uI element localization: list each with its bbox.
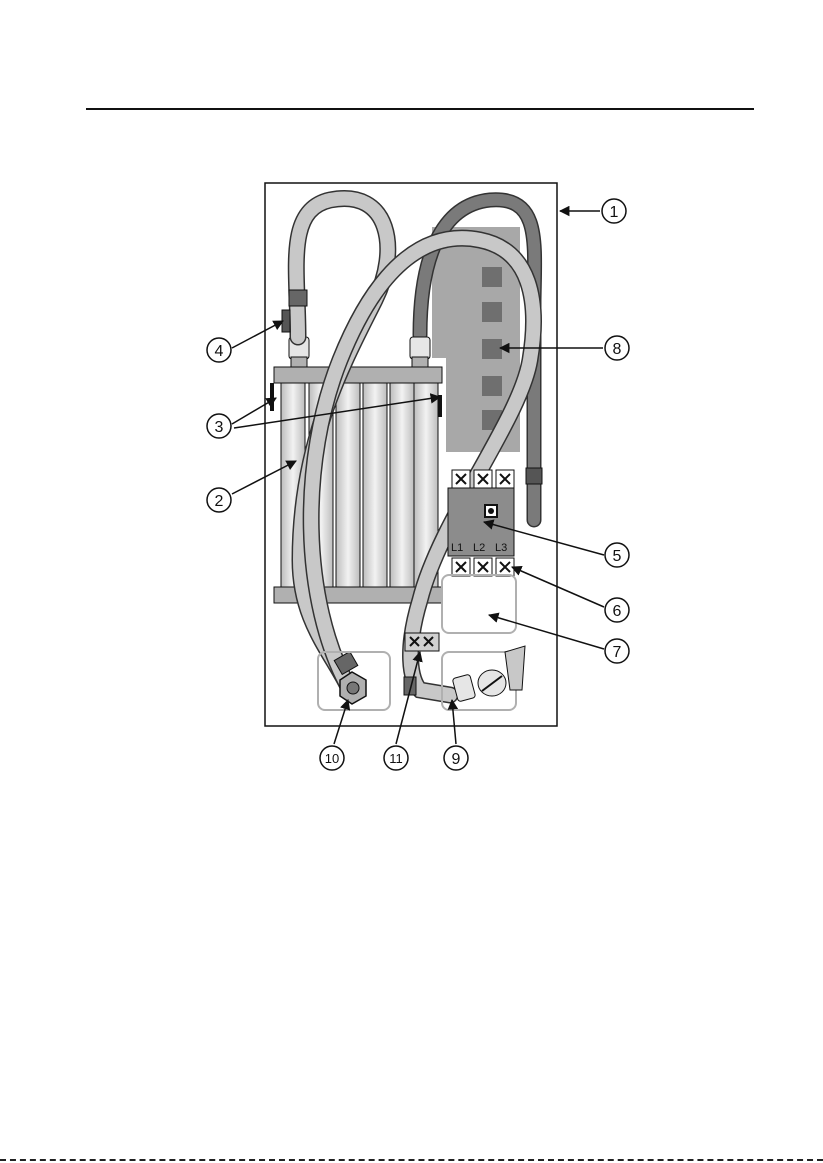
svg-text:2: 2 xyxy=(215,493,224,510)
element-tube xyxy=(363,383,387,587)
svg-text:5: 5 xyxy=(613,548,622,565)
svg-text:10: 10 xyxy=(325,751,339,766)
element-clip-left xyxy=(270,383,274,411)
element-tube xyxy=(336,383,360,587)
svg-text:11: 11 xyxy=(389,751,403,766)
callout-7: 7 xyxy=(605,639,629,663)
terminal-label-l3: L3 xyxy=(495,542,507,554)
callout-11: 11 xyxy=(384,746,408,770)
terminal-label-l1: L1 xyxy=(451,542,463,554)
callout-1: 1 xyxy=(602,199,626,223)
svg-text:8: 8 xyxy=(613,341,622,358)
board-chip xyxy=(482,339,502,359)
board-chip xyxy=(482,267,502,287)
callout-6: 6 xyxy=(605,598,629,622)
terminal-label-l2: L2 xyxy=(473,542,485,554)
element-tube xyxy=(390,383,414,587)
svg-text:1: 1 xyxy=(610,204,619,221)
callout-10: 10 xyxy=(320,746,344,770)
element-clip-right xyxy=(438,395,442,417)
board-chip xyxy=(482,302,502,322)
callout-8: 8 xyxy=(605,336,629,360)
outlet-fitting xyxy=(410,337,430,367)
element-top-bar xyxy=(274,367,442,383)
earth-terminal xyxy=(405,633,439,651)
svg-text:9: 9 xyxy=(452,751,461,768)
svg-text:7: 7 xyxy=(613,644,622,661)
svg-text:6: 6 xyxy=(613,603,622,620)
callout-9: 9 xyxy=(444,746,468,770)
callout-4: 4 xyxy=(207,338,231,362)
callout-3: 3 xyxy=(207,414,231,438)
board-chip xyxy=(482,376,502,396)
callout-2: 2 xyxy=(207,488,231,512)
svg-text:3: 3 xyxy=(215,419,224,436)
pressure-sensor xyxy=(282,310,290,332)
callout-5: 5 xyxy=(605,543,629,567)
svg-text:4: 4 xyxy=(215,343,224,360)
terminal-block: L1 L2 L3 xyxy=(448,470,514,576)
bottom-dashed-rule xyxy=(0,1159,823,1161)
